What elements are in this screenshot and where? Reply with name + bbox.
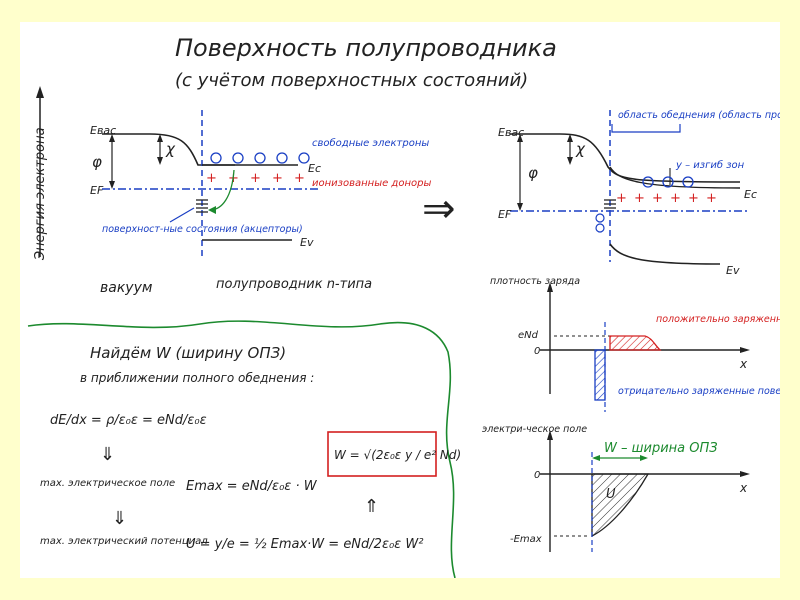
- svg-text:+: +: [706, 191, 717, 206]
- down-arrow-2: ⇓: [112, 508, 127, 529]
- charge-ylabel: плотность заряда: [490, 276, 580, 287]
- negative-states-label: отрицательно заряженные поверхн-е состоя…: [618, 386, 780, 397]
- charge-xlabel: x: [739, 357, 748, 371]
- page-subtitle: (с учётом поверхностных состояний): [175, 70, 528, 91]
- left-evac-label: Eвac: [90, 124, 116, 137]
- left-ef-label: EF: [90, 184, 104, 197]
- svg-text:+: +: [688, 191, 699, 206]
- page-title: Поверхность полупроводника: [175, 34, 557, 62]
- svg-text:+: +: [250, 171, 261, 186]
- charge-zero: 0: [534, 346, 540, 357]
- energy-axis-label: Энергия электрона: [33, 127, 48, 261]
- right-chi-label: χ: [575, 140, 586, 158]
- max-field-label: max. электрическое поле: [40, 478, 175, 489]
- equation-1: dE/dx = ρ/ε₀ε = eNd/ε₀ε: [50, 413, 207, 428]
- potential-u-label: U: [606, 487, 616, 502]
- equation-2: Emax = eNd/ε₀ε · W: [186, 479, 318, 494]
- field-xlabel: x: [739, 481, 748, 495]
- derivation-block: Найдём W (ширину ОПЗ) в приближении полн…: [40, 344, 461, 552]
- up-arrow: ⇑: [364, 496, 379, 517]
- ionized-donors: +++ ++: [206, 171, 305, 186]
- left-ec-label: Ec: [308, 162, 321, 175]
- transition-arrow: ⇒: [422, 186, 456, 232]
- free-electrons-label: свободные электроны: [312, 137, 429, 149]
- result-formula: W = √(2ε₀ε y / e² Nd): [334, 448, 461, 462]
- derivation-heading: Найдём W (ширину ОПЗ): [90, 344, 286, 362]
- down-arrow-1: ⇓: [100, 444, 115, 465]
- right-evac-label: Eвac: [498, 126, 524, 139]
- free-electrons: [210, 152, 310, 164]
- positive-donors-label: положительно заряженные доноры: [656, 314, 780, 325]
- derivation-approx: в приближении полного обеднения :: [80, 371, 314, 385]
- equation-3: U = y/e = ½ Emax·W = eNd/2ε₀ε W²: [186, 537, 423, 552]
- right-ec-label: Ec: [744, 188, 757, 201]
- surface-states-label: поверхност-ные состояния (акцепторы): [102, 224, 303, 235]
- svg-text:+: +: [652, 191, 663, 206]
- band-bend-label: y – изгиб зон: [675, 159, 745, 171]
- field-ylabel: электри-ческое поле: [482, 424, 587, 435]
- right-ef-label: EF: [498, 208, 512, 221]
- depletion-label: область обеднения (область пространст-ве…: [618, 110, 780, 121]
- svg-text:+: +: [634, 191, 645, 206]
- svg-text:+: +: [670, 191, 681, 206]
- svg-text:+: +: [616, 191, 627, 206]
- field-zero: 0: [534, 470, 540, 481]
- electric-field-plot: электри-ческое поле 0 x -Emax W – ширина…: [482, 424, 750, 552]
- svg-text:+: +: [272, 171, 283, 186]
- right-phi-label: φ: [528, 164, 538, 182]
- max-potential-label: max. электрический потенциал: [40, 536, 208, 547]
- diagram-canvas: Поверхность полупроводника (с учётом пов…: [27, 34, 780, 578]
- width-label: W – ширина ОПЗ: [604, 441, 718, 456]
- svg-text:+: +: [294, 171, 305, 186]
- left-ev-label: Ev: [300, 236, 314, 249]
- right-ev-label: Ev: [726, 264, 740, 277]
- right-band-diagram: Eвac область обеднения (область простран…: [498, 110, 780, 277]
- semiconductor-label: полупроводник n-типа: [216, 277, 372, 292]
- slide-sheet: Поверхность полупроводника (с учётом пов…: [20, 22, 780, 578]
- charge-density-plot: плотность заряда eNd 0 x положительно за…: [490, 276, 780, 412]
- left-band-diagram: Энергия электрона Eвac Ec свободные элек…: [33, 86, 431, 296]
- vacuum-label: вакуум: [100, 280, 153, 296]
- svg-text:+: +: [206, 171, 217, 186]
- left-chi-label: χ: [165, 140, 176, 158]
- field-emax: -Emax: [510, 534, 542, 545]
- result-box: [327, 431, 437, 477]
- ionized-donors-label: ионизованные доноры: [312, 178, 431, 189]
- left-phi-label: φ: [92, 153, 102, 171]
- derivation-border: [27, 320, 456, 578]
- charge-eNd: eNd: [518, 330, 539, 341]
